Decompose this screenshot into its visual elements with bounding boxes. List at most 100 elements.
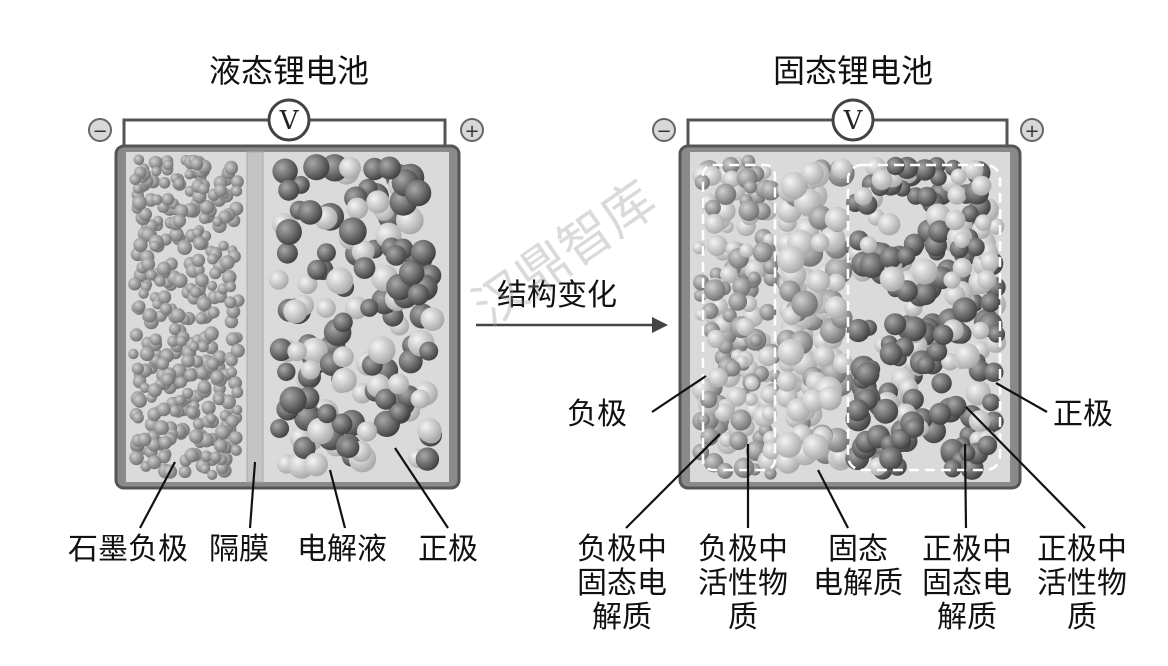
solid-electrolyte-particle xyxy=(807,269,831,293)
graphite-particle xyxy=(172,273,188,288)
label-cathode-active-material-line2: 活性物 xyxy=(1037,566,1127,601)
graphite-particle xyxy=(168,405,181,417)
cathode-mix-particle xyxy=(977,435,998,456)
cathode-mix-particle xyxy=(977,270,997,290)
anode-mix-particle xyxy=(732,277,751,296)
anode-mix-particle xyxy=(704,213,725,234)
anode-mix-particle xyxy=(747,271,761,285)
anode-mix-particle xyxy=(759,303,777,321)
solid-plus-terminal xyxy=(1020,118,1044,142)
cathode-mix-particle xyxy=(859,252,885,279)
cathode-particle xyxy=(331,413,353,435)
graphite-particle xyxy=(215,424,231,440)
graphite-particle xyxy=(218,240,229,251)
graphite-particle xyxy=(149,240,161,252)
cathode-mix-particle xyxy=(890,428,912,450)
anode-mix-particle xyxy=(743,180,758,194)
cathode-mix-particle xyxy=(961,205,979,223)
cathode-particle xyxy=(353,257,376,279)
cathode-mix-particle xyxy=(932,324,954,345)
liquid-voltmeter-label: V xyxy=(279,106,300,136)
solid-electrolyte-particle xyxy=(827,273,846,292)
cathode-particle xyxy=(283,299,308,324)
anode-mix-particle xyxy=(714,402,734,422)
cathode-mix-particle xyxy=(911,258,938,285)
solid-electrolyte-particle xyxy=(817,386,842,411)
graphite-particle xyxy=(188,429,204,444)
graphite-particle xyxy=(190,157,204,171)
graphite-particle xyxy=(168,322,182,336)
cathode-particle xyxy=(300,360,321,380)
cathode-particle xyxy=(333,312,353,333)
anode-mix-particle xyxy=(695,308,708,321)
solid-minus-label: − xyxy=(656,121,671,142)
graphite-particle xyxy=(174,394,186,406)
cathode-mix-particle xyxy=(855,362,880,386)
cathode-mix-particle xyxy=(971,175,992,196)
cathode-particle xyxy=(332,367,357,393)
graphite-particle xyxy=(159,436,172,449)
graphite-particle xyxy=(147,455,162,470)
graphite-particle xyxy=(213,439,228,453)
graphite-particle xyxy=(154,275,166,287)
graphite-particle xyxy=(201,400,216,415)
cathode-mix-particle xyxy=(959,445,976,462)
solid-electrolyte-particle xyxy=(810,233,830,252)
cathode-mix-particle xyxy=(901,316,927,342)
label-anode-active-material-line1: 负极中 xyxy=(698,532,788,567)
liquid-plus-terminal xyxy=(460,118,484,142)
cathode-particle xyxy=(316,298,336,318)
solid-electrolyte-particle xyxy=(791,290,818,318)
cathode-particle xyxy=(304,452,328,477)
cathode-mix-particle xyxy=(943,271,961,289)
liquid-voltmeter xyxy=(267,98,311,142)
label-cathode-active-material-line3: 质 xyxy=(1067,600,1097,635)
graphite-particle xyxy=(170,308,186,323)
label-anode-solid-electrolyte: 负极中 固态电 解质 xyxy=(567,533,677,635)
solid-plus-label: + xyxy=(1024,121,1039,142)
anode-mix-particle xyxy=(744,392,758,406)
graphite-particle xyxy=(209,267,222,280)
cathode-mix-particle xyxy=(943,459,962,478)
graphite-particle xyxy=(225,332,240,347)
cathode-particle xyxy=(338,436,360,458)
cathode-particle xyxy=(377,156,401,180)
graphite-particle xyxy=(137,432,152,447)
graphite-particle xyxy=(133,237,148,252)
cathode-mix-particle xyxy=(952,297,978,323)
anode-mix-particle xyxy=(704,199,721,216)
graphite-particle xyxy=(232,404,243,415)
cathode-particle xyxy=(339,156,361,179)
cathode-particle xyxy=(388,373,409,395)
cathode-particle xyxy=(317,404,337,424)
cathode-particle xyxy=(278,179,300,201)
graphite-particle xyxy=(197,380,212,394)
graphite-particle xyxy=(207,253,219,265)
solid-circuit xyxy=(652,98,1044,148)
solid-minus-terminal xyxy=(652,118,676,142)
graphite-particle xyxy=(229,431,243,445)
graphite-particle xyxy=(178,465,192,479)
solid-electrolyte-particle xyxy=(775,431,802,458)
cathode-particle xyxy=(316,243,336,263)
liquid-battery xyxy=(114,144,461,490)
anode-mix-particle xyxy=(733,457,755,478)
cathode-particle xyxy=(399,260,425,286)
graphite-particle xyxy=(196,296,212,311)
cathode-mix-particle xyxy=(954,343,980,369)
graphite-particle xyxy=(230,343,245,358)
cathode-mix-particle xyxy=(931,373,952,394)
label-liquid-cathode: 正极 xyxy=(418,532,478,567)
graphite-particle xyxy=(188,341,199,352)
cathode-mix-particle xyxy=(877,212,901,236)
cathode-mix-particle xyxy=(984,362,1004,382)
cathode-mix-particle xyxy=(988,325,1006,343)
graphite-particle xyxy=(207,306,220,319)
graphite-particle xyxy=(133,300,146,313)
liquid-circuit xyxy=(88,98,484,148)
label-solid-electrolyte-line2: 电解质 xyxy=(813,566,903,601)
graphite-particle xyxy=(205,413,217,424)
graphite-particle xyxy=(225,354,238,367)
graphite-particle xyxy=(193,236,207,250)
graphite-particle xyxy=(186,406,199,418)
